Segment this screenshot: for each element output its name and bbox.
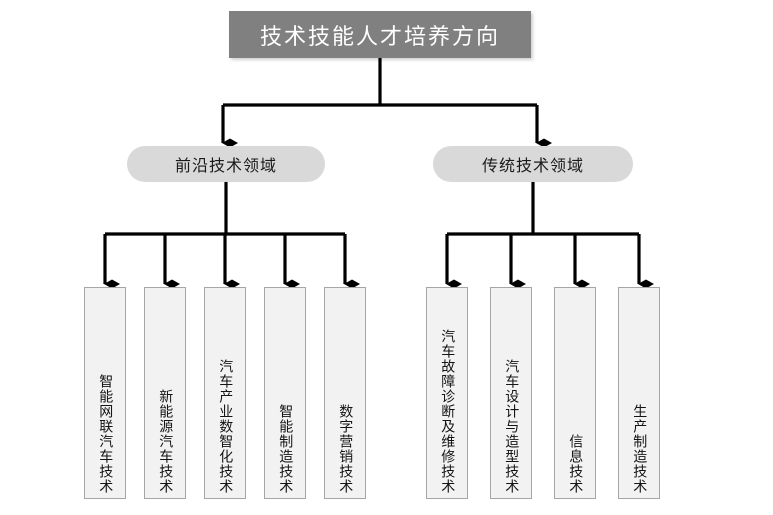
- branch-node-frontier[interactable]: 前沿技术领域: [127, 146, 325, 182]
- leaf-node[interactable]: 汽车设计与造型技术: [490, 287, 532, 499]
- branch-node-frontier-label: 前沿技术领域: [174, 156, 277, 175]
- leaf-node[interactable]: 汽车故障诊断及维修技术: [426, 287, 468, 499]
- leaf-node-label: 汽车故障诊断及维修技术: [439, 329, 456, 494]
- leaf-node-label: 智能网联汽车技术: [97, 374, 114, 494]
- leaf-node-label: 数字营销技术: [337, 404, 354, 494]
- leaf-node[interactable]: 生产制造技术: [618, 287, 660, 499]
- leaf-node-label: 智能制造技术: [277, 404, 294, 494]
- branch-node-traditional[interactable]: 传统技术领域: [433, 146, 633, 182]
- leaf-node[interactable]: 智能制造技术: [264, 287, 306, 499]
- leaf-node-label: 汽车产业数智化技术: [217, 359, 234, 494]
- leaf-node[interactable]: 智能网联汽车技术: [84, 287, 126, 499]
- leaf-node[interactable]: 信息技术: [554, 287, 596, 499]
- leaf-node-label: 新能源汽车技术: [157, 389, 174, 494]
- leaf-node[interactable]: 数字营销技术: [324, 287, 366, 499]
- leaf-node-label: 汽车设计与造型技术: [503, 359, 520, 494]
- leaf-node[interactable]: 汽车产业数智化技术: [204, 287, 246, 499]
- root-node-label: 技术技能人才培养方向: [259, 24, 500, 50]
- leaf-node[interactable]: 新能源汽车技术: [144, 287, 186, 499]
- leaf-node-label: 信息技术: [567, 434, 584, 494]
- root-node[interactable]: 技术技能人才培养方向: [229, 11, 531, 58]
- leaf-node-label: 生产制造技术: [631, 404, 648, 494]
- branch-node-traditional-label: 传统技术领域: [481, 156, 584, 175]
